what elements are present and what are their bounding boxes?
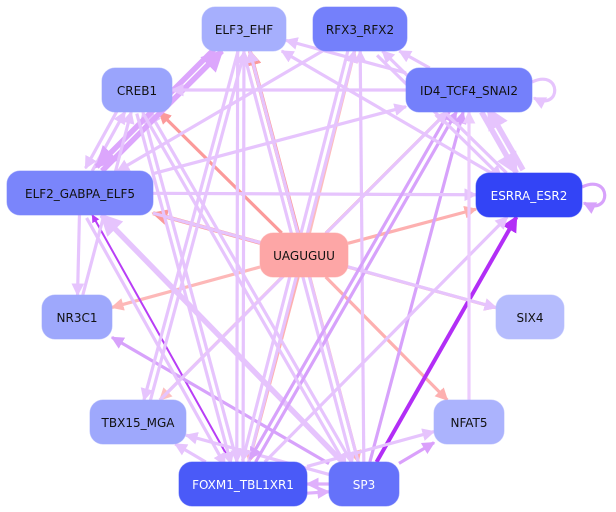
node-label: UAGUGUU [273,249,335,263]
edge-foxm1_tbl1xr1-to-elf3_ehf [237,49,251,463]
edge-id4_tcf4_snai2-to-foxm1_tbl1xr1 [248,108,453,461]
edge-foxm1_tbl1xr1-to-esrra_esr2 [263,215,509,464]
edge-esrra_esr2-to-esrra_esr2 [581,182,607,214]
edge-id4_tcf4_snai2-to-rfx3_rfx2 [398,49,431,70]
node-box[interactable] [101,67,173,113]
node-box[interactable] [6,170,154,216]
node-six4[interactable]: SIX4 [495,294,565,340]
edge-esrra_esr2-to-elf3_ehf [280,49,493,175]
node-esrra_esr2[interactable]: ESRRA_ESR2 [475,172,583,218]
node-box[interactable] [475,172,583,218]
edge-elf2_gabpa_elf5-to-id4_tcf4_snai2 [152,103,408,176]
edge-id4_tcf4_snai2-to-id4_tcf4_snai2 [531,77,557,109]
node-box[interactable] [405,67,533,113]
edge-creb1-to-elf2_gabpa_elf5 [84,108,120,170]
node-box[interactable] [178,461,308,507]
node-label: CREB1 [117,84,157,98]
edge-rfx3_rfx2-to-elf2_gabpa_elf5 [116,49,324,173]
edge-sp3-to-creb1 [148,110,353,463]
node-box[interactable] [259,232,349,278]
node-label: ID4_TCF4_SNAI2 [420,84,518,98]
node-uaguguu[interactable]: UAGUGUU [259,232,349,278]
node-tbx15_mga[interactable]: TBX15_MGA [89,399,187,445]
node-label: TBX15_MGA [101,416,176,430]
node-label: SIX4 [516,311,543,325]
node-label: ELF2_GABPA_ELF5 [25,187,135,201]
edge-tbx15_mga-to-elf3_ehf [148,51,248,402]
node-box[interactable] [495,294,565,340]
node-creb1[interactable]: CREB1 [101,67,173,113]
node-nr3c1[interactable]: NR3C1 [41,294,113,340]
edge-sp3-to-rfx3_rfx2 [353,49,367,463]
node-elf2_gabpa_elf5[interactable]: ELF2_GABPA_ELF5 [6,170,154,216]
node-label: NFAT5 [450,416,487,430]
node-label: NR3C1 [57,311,98,325]
edge-foxm1_tbl1xr1-to-tbx15_mga [174,442,207,464]
node-label: ESRRA_ESR2 [491,189,568,203]
edge-foxm1_tbl1xr1-to-sp3 [306,486,331,499]
node-rfx3_rfx2[interactable]: RFX3_RFX2 [312,6,408,52]
edge-elf2_gabpa_elf5-to-foxm1_tbl1xr1 [85,217,227,467]
node-label: RFX3_RFX2 [326,23,394,37]
node-label: FOXM1_TBL1XR1 [192,478,294,492]
node-elf3_ehf[interactable]: ELF3_EHF [201,6,287,52]
edge-sp3-to-nfat5 [398,441,436,465]
edge-creb1-to-foxm1_tbl1xr1 [135,113,235,465]
node-label: SP3 [353,478,376,492]
node-box[interactable] [433,399,505,445]
node-box[interactable] [328,461,400,507]
node-box[interactable] [89,399,187,445]
edge-rfx3_rfx2-to-esrra_esr2 [375,54,503,179]
node-nfat5[interactable]: NFAT5 [433,399,505,445]
edge-foxm1_tbl1xr1-to-creb1 [139,110,239,463]
node-id4_tcf4_snai2[interactable]: ID4_TCF4_SNAI2 [405,67,533,113]
node-box[interactable] [312,6,408,52]
edge-sp3-to-esrra_esr2 [374,215,519,463]
edge-uaguguu-to-esrra_esr2 [347,205,478,245]
edge-foxm1_tbl1xr1-to-id4_tcf4_snai2 [254,110,458,463]
node-sp3[interactable]: SP3 [328,461,400,507]
edge-elf2_gabpa_elf5-to-nr3c1 [71,214,85,297]
node-box[interactable] [41,294,113,340]
edge-uaguguu-to-creb1 [158,110,283,235]
edge-elf3_ehf-to-foxm1_tbl1xr1 [230,50,244,464]
edge-esrra_esr2-to-id4_tcf4_snai2 [485,107,526,172]
edge-foxm1_tbl1xr1-to-nfat5 [306,428,436,468]
node-foxm1_tbl1xr1[interactable]: FOXM1_TBL1XR1 [178,461,308,507]
node-box[interactable] [201,6,287,52]
edge-elf2_gabpa_elf5-to-esrra_esr2 [152,188,478,202]
node-label: ELF3_EHF [215,23,273,37]
edge-creb1-to-sp3 [142,114,348,467]
edge-layer [71,37,607,499]
